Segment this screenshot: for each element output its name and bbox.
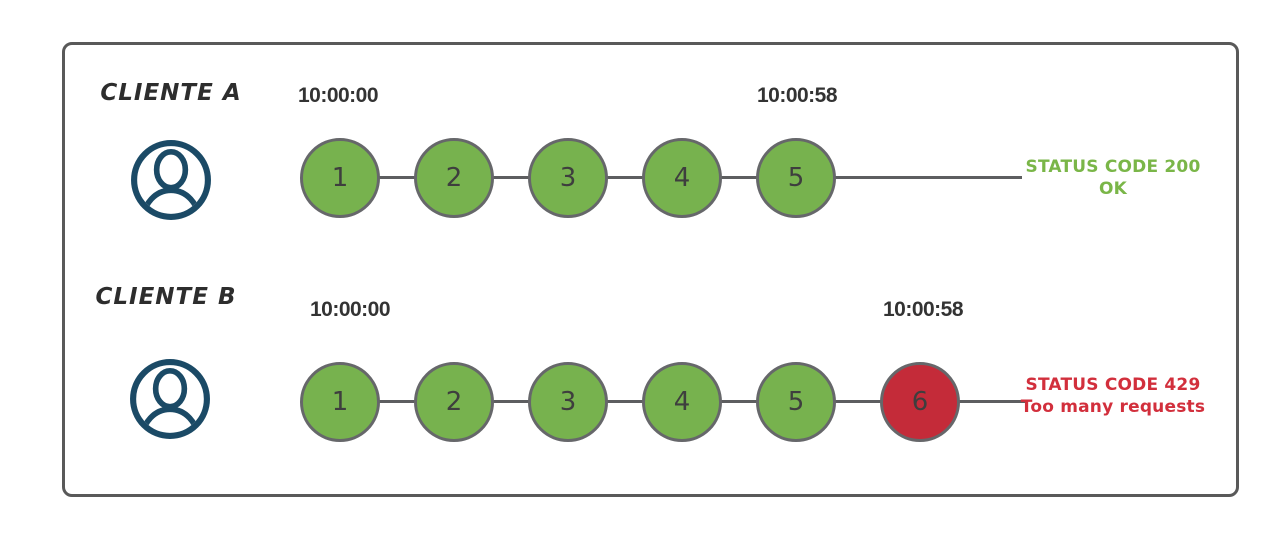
request-circle: 5: [756, 138, 836, 218]
request-number: 5: [787, 163, 805, 193]
timestamp-end: 10:00:58: [756, 84, 838, 107]
request-number: 2: [445, 387, 463, 417]
request-number: 4: [673, 163, 691, 193]
status-code-line: STATUS CODE 200: [1025, 157, 1201, 177]
request-circle: 3: [528, 362, 608, 442]
request-circle: 2: [414, 362, 494, 442]
request-number: 3: [559, 163, 577, 193]
timestamp-end: 10:00:58: [882, 298, 964, 321]
request-number: 5: [787, 387, 805, 417]
request-number: 2: [445, 163, 463, 193]
panel-border: [62, 42, 1239, 497]
user-avatar-icon: [130, 139, 212, 221]
request-circle: 4: [642, 362, 722, 442]
request-number: 4: [673, 387, 691, 417]
status-text: STATUS CODE 429 Too many requests: [1018, 374, 1208, 418]
request-circle: 5: [756, 362, 836, 442]
request-number: 1: [331, 163, 349, 193]
request-circle-error: 6: [880, 362, 960, 442]
request-circle: 4: [642, 138, 722, 218]
timestamp-start: 10:00:00: [297, 84, 379, 107]
request-circle: 1: [300, 138, 380, 218]
timestamp-start: 10:00:00: [309, 298, 391, 321]
status-text: STATUS CODE 200 OK: [1018, 156, 1208, 200]
request-circle: 2: [414, 138, 494, 218]
status-message-line: Too many requests: [1020, 397, 1206, 417]
status-code-line: STATUS CODE 429: [1025, 375, 1201, 395]
request-circle: 3: [528, 138, 608, 218]
request-number: 1: [331, 387, 349, 417]
client-label: CLIENTE B: [95, 284, 237, 310]
request-number: 6: [911, 387, 929, 417]
request-circle: 1: [300, 362, 380, 442]
status-message-line: OK: [1098, 179, 1128, 199]
client-label: CLIENTE A: [100, 80, 242, 106]
user-avatar-icon: [129, 358, 211, 440]
request-number: 3: [559, 387, 577, 417]
